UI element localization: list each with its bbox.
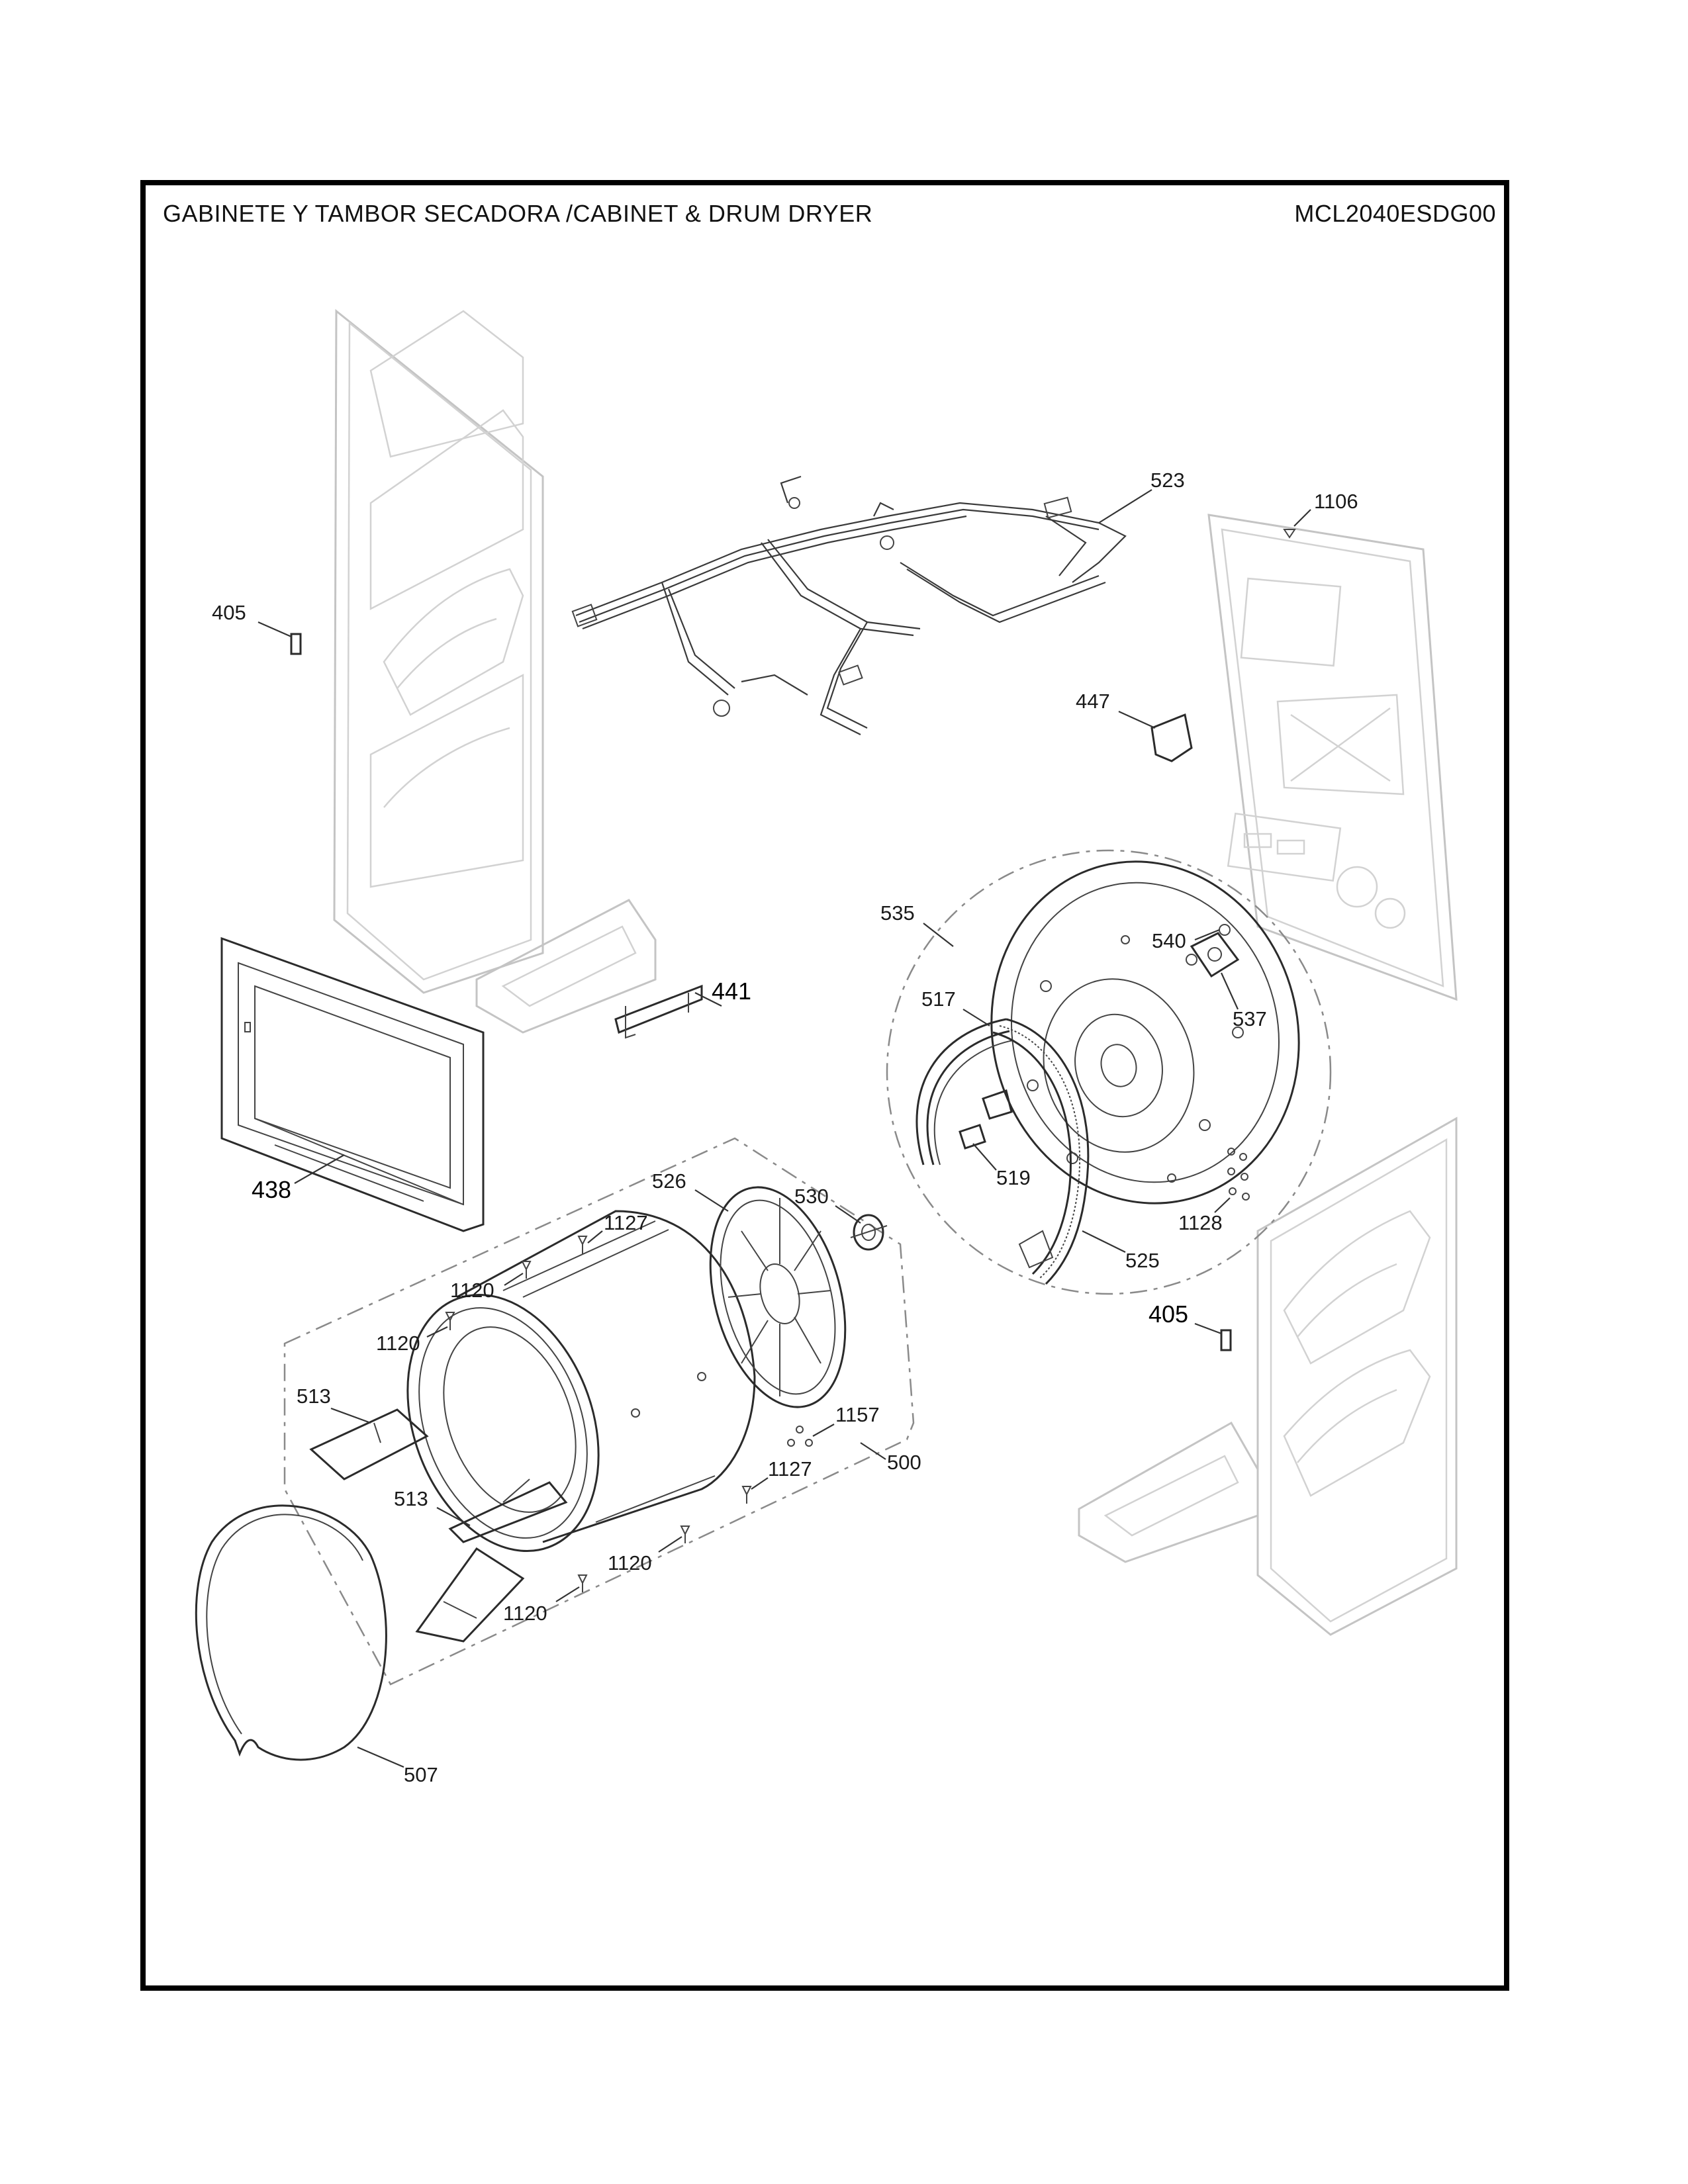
model-number: MCL2040ESDG00 (1294, 200, 1496, 227)
baffle-513-upper (309, 1408, 429, 1480)
callout-535: 535 (880, 901, 915, 925)
callout-540: 540 (1152, 929, 1186, 952)
front-gasket-507 (195, 1504, 387, 1761)
leader-1157 (812, 1424, 835, 1437)
callout-519: 519 (996, 1166, 1031, 1189)
callout-513-lower: 513 (394, 1487, 428, 1510)
leader-1120-upper-a (504, 1273, 524, 1286)
callout-525: 525 (1125, 1249, 1160, 1272)
screws-1157 (787, 1426, 813, 1447)
leader-1106 (1293, 509, 1311, 527)
bracket-447 (1150, 713, 1193, 762)
callout-1120-upper-a: 1120 (450, 1279, 494, 1302)
leader-519 (972, 1143, 997, 1171)
leader-441 (694, 992, 722, 1007)
callout-526: 526 (652, 1169, 686, 1193)
leader-537 (1220, 972, 1239, 1010)
screw-1106 (1283, 529, 1296, 539)
baffle-513-lower (415, 1547, 525, 1643)
callout-1127-upper: 1127 (604, 1211, 648, 1234)
bearing-540 (1219, 924, 1231, 936)
callout-537: 537 (1233, 1007, 1267, 1030)
callout-1127-lower: 1127 (768, 1457, 812, 1480)
leader-405-left (258, 621, 292, 638)
leader-526 (694, 1189, 729, 1212)
thermostat-519 (982, 1089, 1013, 1120)
rear-panel (1207, 514, 1458, 1001)
leader-1127-upper (587, 1230, 603, 1244)
callout-507: 507 (404, 1763, 438, 1786)
shaft-hub-530 (850, 1214, 888, 1251)
drum-assembly (283, 1137, 915, 1686)
wire-harness (571, 475, 1127, 735)
callout-517: 517 (921, 987, 956, 1011)
screws-1128 (1227, 1148, 1250, 1201)
leader-523 (1098, 489, 1152, 523)
drum-seal-517 (915, 1018, 1013, 1165)
callout-500: 500 (887, 1451, 921, 1474)
leader-438 (294, 1154, 345, 1184)
leader-1120-lower-a (658, 1536, 682, 1553)
leader-525 (1082, 1230, 1126, 1253)
leader-507 (357, 1746, 404, 1768)
baffle-513-middle (448, 1479, 568, 1543)
clip-405-left (290, 633, 302, 655)
callout-405-right: 405 (1149, 1300, 1188, 1328)
leader-1127-lower (751, 1477, 769, 1490)
leader-540 (1194, 929, 1220, 941)
diagram-title: GABINETE Y TAMBOR SECADORA /CABINET & DR… (163, 200, 873, 227)
leader-500 (860, 1442, 886, 1460)
callout-530: 530 (794, 1185, 829, 1208)
bearing-plate-537 (1190, 932, 1240, 978)
screws-upper (445, 1236, 588, 1330)
callout-1120-lower-a: 1120 (608, 1551, 652, 1574)
callout-513-upper: 513 (297, 1385, 331, 1408)
rear-bulkhead-assembly (886, 849, 1332, 1295)
callout-438: 438 (252, 1176, 291, 1203)
callout-523: 523 (1150, 469, 1185, 492)
clip-405-right (1220, 1329, 1232, 1351)
leader-1120-upper-b (426, 1326, 448, 1338)
callout-1157: 1157 (835, 1403, 880, 1426)
leader-513-lower (436, 1507, 471, 1526)
screws-lower (577, 1486, 752, 1592)
callout-447: 447 (1076, 690, 1110, 713)
leader-1128 (1214, 1197, 1231, 1213)
left-side-panel (333, 308, 657, 1034)
leader-405-right (1194, 1322, 1222, 1335)
callout-1128: 1128 (1178, 1211, 1223, 1234)
leader-535 (923, 923, 954, 947)
right-side-panel (1078, 1116, 1458, 1636)
callout-441: 441 (712, 978, 751, 1005)
leader-517 (962, 1009, 990, 1026)
heater-525 (992, 1018, 1090, 1285)
callout-1120-upper-b: 1120 (376, 1332, 420, 1355)
sheet-frame (140, 180, 1509, 1991)
leader-513-upper (330, 1407, 371, 1424)
front-panel-438 (220, 936, 485, 1232)
bracket-441 (614, 984, 703, 1039)
leader-1120-lower-b (555, 1586, 580, 1602)
leader-447 (1118, 710, 1156, 729)
lint-screen-526 (709, 1186, 847, 1408)
callout-1120-lower-b: 1120 (503, 1602, 547, 1625)
callout-405-left: 405 (212, 601, 246, 624)
callout-1106: 1106 (1314, 490, 1358, 513)
leader-530 (835, 1205, 861, 1224)
